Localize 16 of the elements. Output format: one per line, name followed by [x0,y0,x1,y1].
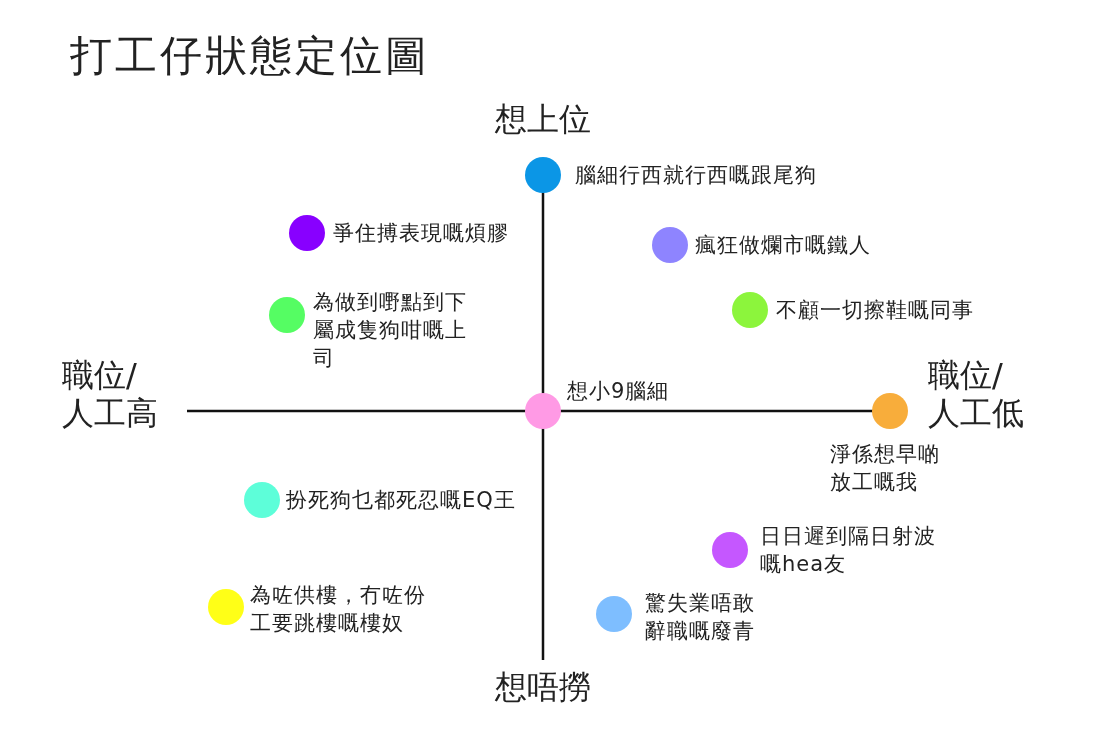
point-label: 瘋狂做爛市嘅鐵人 [695,232,871,259]
axis-label: 職位/人工低 [928,356,1025,432]
point-label: 為咗供樓，冇咗份工要跳樓嘅樓奴 [250,582,427,637]
axis-label: 職位/人工高 [62,356,159,432]
point-label: 想小9腦細 [567,378,670,405]
point-label: 不顧一切擦鞋嘅同事 [776,297,974,324]
point-label: 扮死狗乜都死忍嘅EQ王 [286,487,516,514]
point-label: 為做到嘢點到下屬成隻狗咁嘅上司 [313,289,468,372]
point-label: 日日遲到隔日射波嘅hea友 [760,523,937,578]
axis-label: 想上位 [494,100,592,138]
axis-label: 想唔撈 [494,668,592,706]
point-label: 淨係想早啲放工嘅我 [830,441,941,496]
point-label: 腦細行西就行西嘅跟尾狗 [575,162,817,189]
point-label: 爭住搏表現嘅煩膠 [333,220,509,247]
point-label: 驚失業唔敢辭職嘅廢青 [645,590,756,645]
chart-title: 打工仔狀態定位圖 [70,30,430,82]
